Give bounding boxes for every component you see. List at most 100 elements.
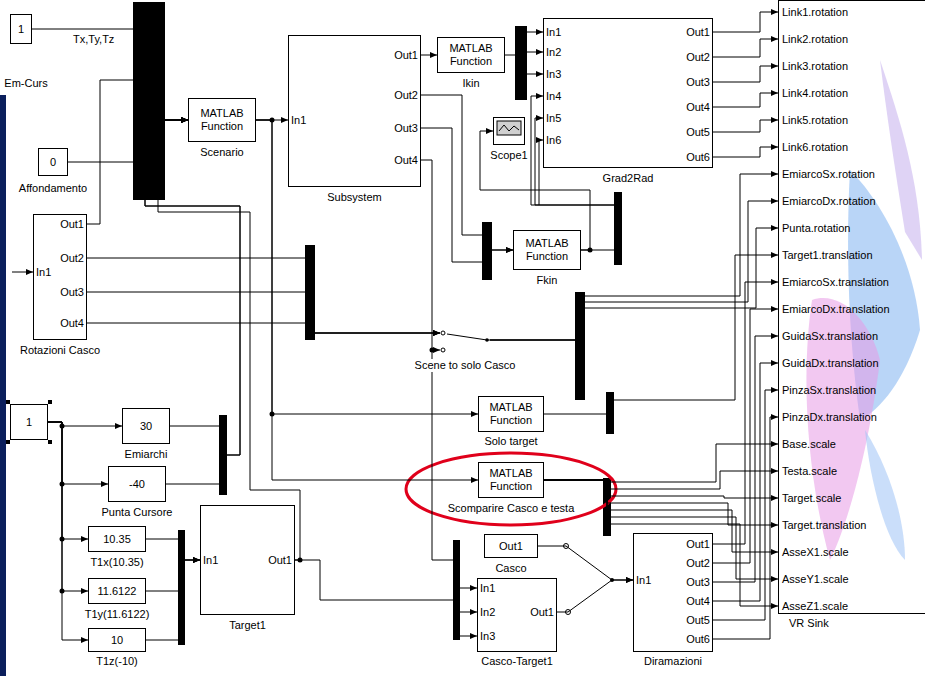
- matlab-function-block: MATLAB FunctionScenario: [188, 98, 256, 142]
- switch-block: Scene to solo Casco: [440, 325, 490, 355]
- port-label: Out1: [530, 606, 554, 619]
- block-name: Ikin: [461, 77, 480, 90]
- port-label: PinzaDx.translation: [782, 411, 877, 424]
- port-label: Out2: [394, 89, 418, 102]
- port-label: Base.scale: [782, 438, 836, 451]
- switch-contact: [441, 348, 445, 352]
- signal-line: [48, 422, 122, 426]
- block-name: Emiarchi: [124, 448, 169, 461]
- port-label: Out6: [686, 151, 710, 164]
- port-label: In1: [546, 26, 561, 39]
- signal-line: [295, 560, 477, 612]
- block-value: 10.35: [103, 533, 131, 546]
- vr-sink-block: Link1.rotationLink2.rotationLink3.rotati…: [778, 0, 925, 614]
- signal-line: [421, 55, 437, 56]
- signal-line: [713, 93, 778, 107]
- port-label: In4: [546, 90, 561, 103]
- port-label: Out4: [394, 154, 418, 167]
- function-label: MATLAB Function: [441, 42, 501, 68]
- block-name: Em-Curs: [3, 77, 48, 90]
- block-value: 30: [140, 420, 152, 433]
- signal-wires: [12, 32, 614, 636]
- port-label: Link5.rotation: [782, 114, 848, 127]
- block-value: 10: [111, 634, 123, 647]
- function-label: MATLAB Function: [192, 107, 252, 133]
- port-label: Target.scale: [782, 492, 841, 505]
- switch-lever: [447, 334, 487, 340]
- port-label: Out2: [686, 51, 710, 64]
- block-name: Casco: [494, 562, 527, 575]
- block-name: Target1: [228, 619, 267, 632]
- block-name: Scenario: [199, 146, 244, 159]
- port-label: Out3: [60, 286, 84, 299]
- constant-block: -40Punta Cursore: [108, 466, 166, 502]
- port-label: In3: [546, 68, 561, 81]
- port-label: Out2: [686, 557, 710, 570]
- constant-block: 10.35T1x(10.35): [88, 526, 146, 552]
- block-name: Fkin: [536, 274, 559, 287]
- port-label: In1: [203, 554, 218, 567]
- subsystem-block: In1Out1Target1: [200, 505, 295, 615]
- signal-line: [713, 39, 778, 57]
- signal-line: [48, 422, 108, 484]
- signal-line: [87, 80, 188, 224]
- signal-line: [538, 546, 633, 580]
- signal-line: [48, 422, 88, 539]
- signal-line: [713, 12, 778, 32]
- selection-handle: [48, 440, 52, 444]
- signal-line: [505, 52, 543, 55]
- signal-wire: [527, 74, 543, 75]
- signal-line: [146, 560, 200, 591]
- block-name: Scomparire Casco e testa: [447, 502, 576, 515]
- port-label: EmiarcoSx.rotation: [782, 168, 875, 181]
- selection-handles: [6, 400, 52, 444]
- mux-bar: [133, 2, 165, 200]
- port-label: Out4: [60, 317, 84, 330]
- signal-wire: [527, 32, 543, 33]
- port-label: Out4: [686, 595, 710, 608]
- port-label: Link4.rotation: [782, 87, 848, 100]
- subsystem-block: In1In2In3In4In5In6Out1Out2Out3Out4Out5Ou…: [543, 18, 713, 168]
- block-name: Casco-Target1: [480, 655, 554, 668]
- port-label: Out3: [394, 122, 418, 135]
- signal-line: [48, 422, 88, 640]
- subsystem-block: In1Out1Out2Out3Out4Subsystem: [288, 35, 421, 187]
- signal-line: [544, 480, 778, 525]
- block-name: Rotazioni Casco: [19, 344, 101, 357]
- signal-line: [713, 120, 778, 132]
- signal-line: [713, 363, 778, 601]
- port-label: Link3.rotation: [782, 60, 848, 73]
- port-label: PinzaSx.translation: [782, 384, 876, 397]
- signal-line: [713, 282, 778, 544]
- signal-line: [146, 560, 200, 640]
- port-label: Link2.rotation: [782, 33, 848, 46]
- block-name: Scope1: [489, 149, 528, 162]
- matlab-function-block: MATLAB FunctionScomparire Casco e testa: [478, 462, 544, 498]
- constant-block: 1Em-Curs: [10, 14, 32, 44]
- block-name: T1y(11.6122): [84, 608, 151, 621]
- port-label: AsseY1.scale: [782, 573, 849, 586]
- junction-dot: [485, 338, 489, 342]
- signal-line: [32, 29, 188, 120]
- constant-block: Out1Casco: [484, 534, 538, 558]
- port-label: Out1: [60, 218, 84, 231]
- port-label: In1: [36, 266, 51, 279]
- vr-figure: [865, 430, 905, 560]
- matlab-function-block: MATLAB FunctionIkin: [437, 37, 505, 73]
- port-label: Out4: [686, 101, 710, 114]
- port-label: In1: [636, 574, 651, 587]
- constant-block: 11.6122T1y(11.6122): [88, 578, 146, 604]
- constant-block: 1: [10, 404, 48, 440]
- selection-handle: [6, 440, 10, 444]
- block-value: 11.6122: [98, 585, 137, 598]
- function-label: MATLAB Function: [482, 401, 540, 427]
- port-label: Out5: [686, 126, 710, 139]
- matlab-function-block: MATLAB FunctionSolo target: [478, 396, 544, 432]
- signal-line: [544, 480, 778, 498]
- port-label: Out3: [686, 576, 710, 589]
- port-label: Out1: [686, 538, 710, 551]
- signal-line: [713, 336, 778, 582]
- signal-line: [713, 390, 778, 620]
- signal-line: [87, 292, 440, 333]
- port-label: In5: [546, 112, 561, 125]
